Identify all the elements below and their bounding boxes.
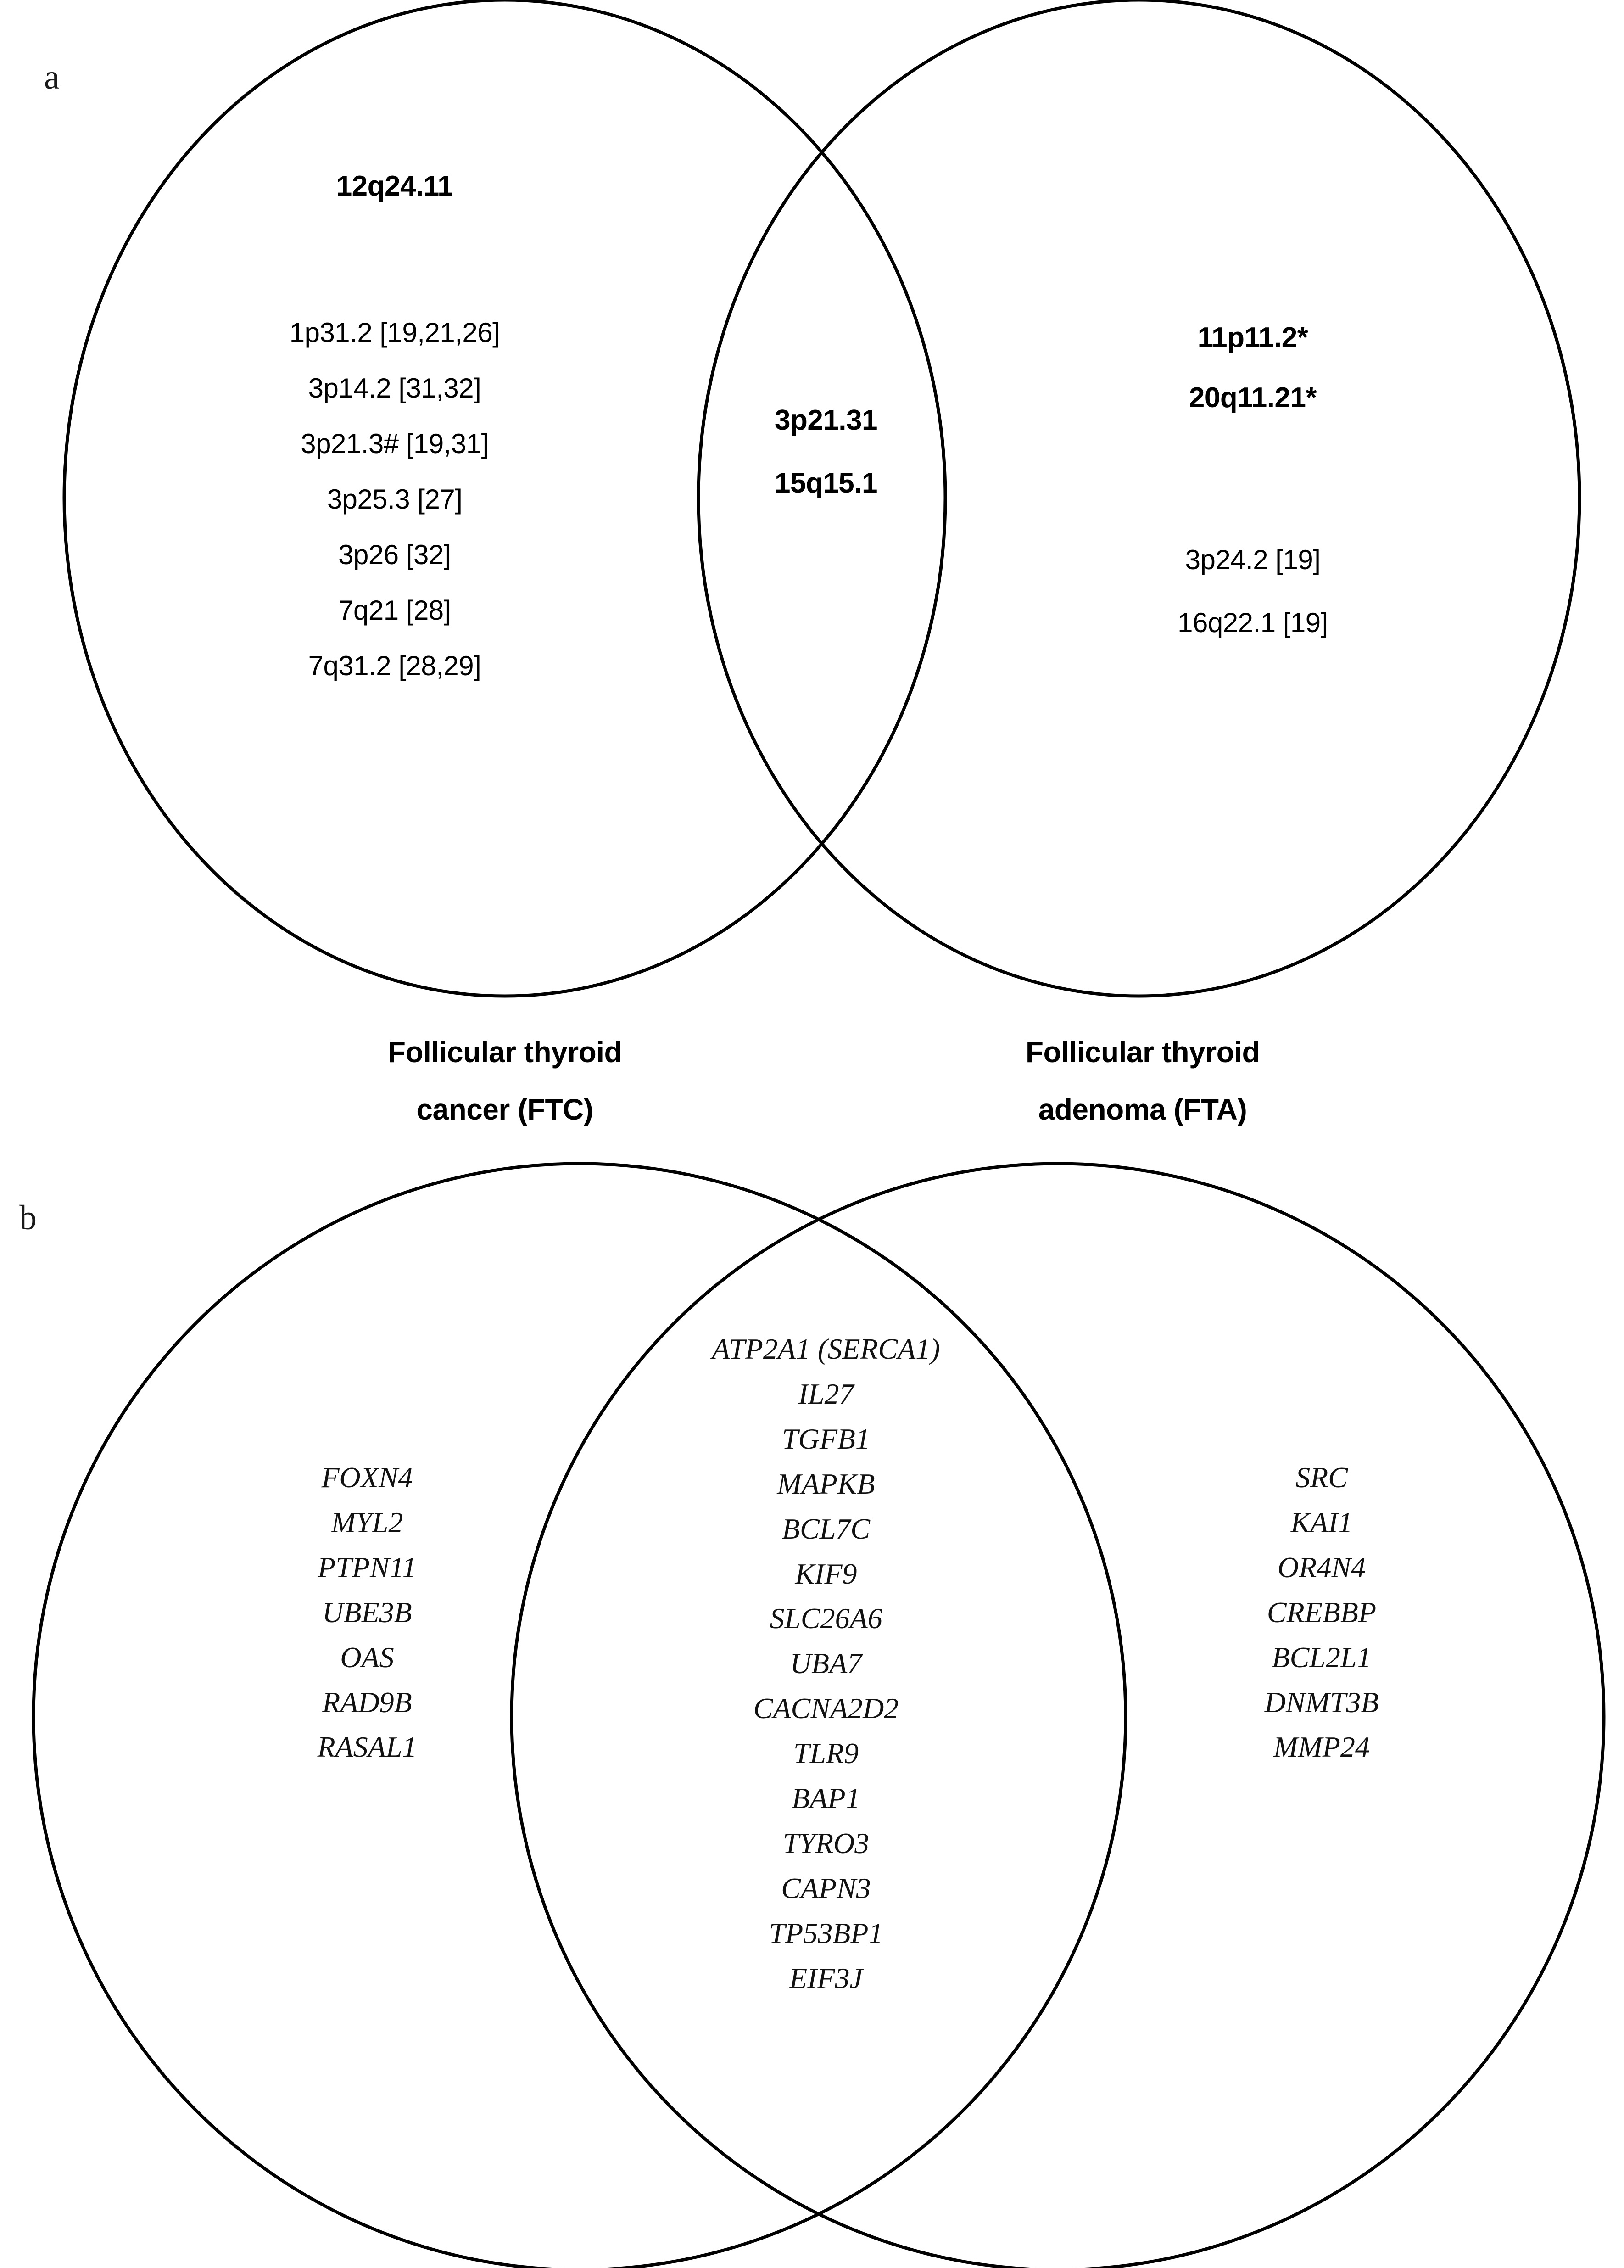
gene-item: FOXN4	[321, 1461, 413, 1494]
cytoband-item: 7q31.2 [28,29]	[308, 650, 481, 681]
gene-item: MMP24	[1273, 1730, 1370, 1764]
cytoband-item: 3p26 [32]	[338, 539, 451, 570]
panel-a-left-caption: Follicular thyroid cancer (FTC)	[184, 1024, 826, 1138]
gene-item: KIF9	[795, 1557, 857, 1590]
panel-b-left-gene-list: FOXN4 MYL2 PTPN11 UBE3B OAS RAD9B RASAL1	[220, 1455, 514, 1770]
gene-item: CREBBP	[1267, 1596, 1377, 1629]
gene-item: MAPKB	[777, 1467, 875, 1500]
gene-item: TLR9	[793, 1737, 859, 1770]
cytoband-item: 11p11.2*	[1197, 322, 1308, 353]
gene-item: PTPN11	[318, 1551, 417, 1584]
gene-item: BAP1	[792, 1782, 860, 1815]
cytoband-item: 16q22.1 [19]	[1178, 607, 1328, 638]
gene-item: IL27	[798, 1377, 854, 1410]
panel-label-b: b	[19, 1198, 37, 1237]
cytoband-item: 3p21.3# [19,31]	[301, 428, 489, 459]
cytoband-item: 15q15.1	[774, 467, 878, 499]
gene-item: EIF3J	[789, 1961, 863, 1994]
gene-item: TGFB1	[782, 1422, 870, 1455]
caption-line: Follicular thyroid	[1025, 1036, 1260, 1069]
panel-label-a: a	[44, 58, 60, 96]
gene-item: UBA7	[790, 1647, 862, 1680]
gene-item: KAI1	[1290, 1506, 1353, 1539]
panel-a-left-list: 1p31.2 [19,21,26] 3p14.2 [31,32] 3p21.3#…	[202, 317, 587, 682]
gene-item: UBE3B	[322, 1596, 412, 1629]
gene-item: SLC26A6	[770, 1602, 882, 1635]
gene-item: MYL2	[331, 1506, 403, 1539]
gene-item: CAPN3	[781, 1871, 871, 1904]
panel-b-right-gene-list: SRC KAI1 OR4N4 CREBBP BCL2L1 DNMT3B MMP2…	[1175, 1455, 1468, 1770]
panel-a-intersection-list: 3p21.31 15q15.1	[698, 404, 954, 499]
gene-item: DNMT3B	[1264, 1686, 1379, 1719]
caption-line: adenoma (FTA)	[1038, 1092, 1247, 1126]
caption-line: cancer (FTC)	[416, 1092, 593, 1126]
panel-a-right-caption: Follicular thyroid adenoma (FTA)	[821, 1024, 1464, 1138]
panel-a-right-list: 3p24.2 [19] 16q22.1 [19]	[1078, 544, 1427, 638]
cytoband-item: 3p14.2 [31,32]	[308, 373, 481, 403]
gene-item: RASAL1	[317, 1730, 417, 1764]
panel-a-right-bold-list: 11p11.2* 20q11.21*	[1078, 321, 1427, 414]
gene-item: CACNA2D2	[753, 1692, 899, 1725]
cytoband-item: 7q21 [28]	[338, 595, 451, 626]
cytoband-item: 3p21.31	[774, 404, 878, 436]
cytoband-12q24-11: 12q24.11	[336, 170, 453, 202]
gene-item: BCL2L1	[1272, 1641, 1372, 1674]
gene-item: TYRO3	[782, 1826, 870, 1859]
gene-item: OR4N4	[1278, 1551, 1366, 1584]
gene-item: SRC	[1295, 1461, 1348, 1494]
gene-item: ATP2A1 (SERCA1)	[712, 1333, 940, 1365]
cytoband-item: 3p25.3 [27]	[327, 484, 463, 515]
panel-a-left-bold-item: 12q24.11	[220, 170, 569, 202]
panel-b-intersection-gene-list: ATP2A1 (SERCA1) IL27 TGFB1 MAPKB BCL7C K…	[656, 1327, 996, 2001]
gene-item: RAD9B	[322, 1686, 412, 1719]
gene-item: BCL7C	[781, 1512, 871, 1545]
cytoband-item: 1p31.2 [19,21,26]	[289, 317, 500, 348]
cytoband-item: 3p24.2 [19]	[1185, 544, 1321, 575]
cytoband-item: 20q11.21*	[1189, 382, 1317, 414]
gene-item: OAS	[340, 1641, 394, 1674]
caption-line: Follicular thyroid	[387, 1036, 622, 1069]
gene-item: TP53BP1	[769, 1916, 883, 1949]
